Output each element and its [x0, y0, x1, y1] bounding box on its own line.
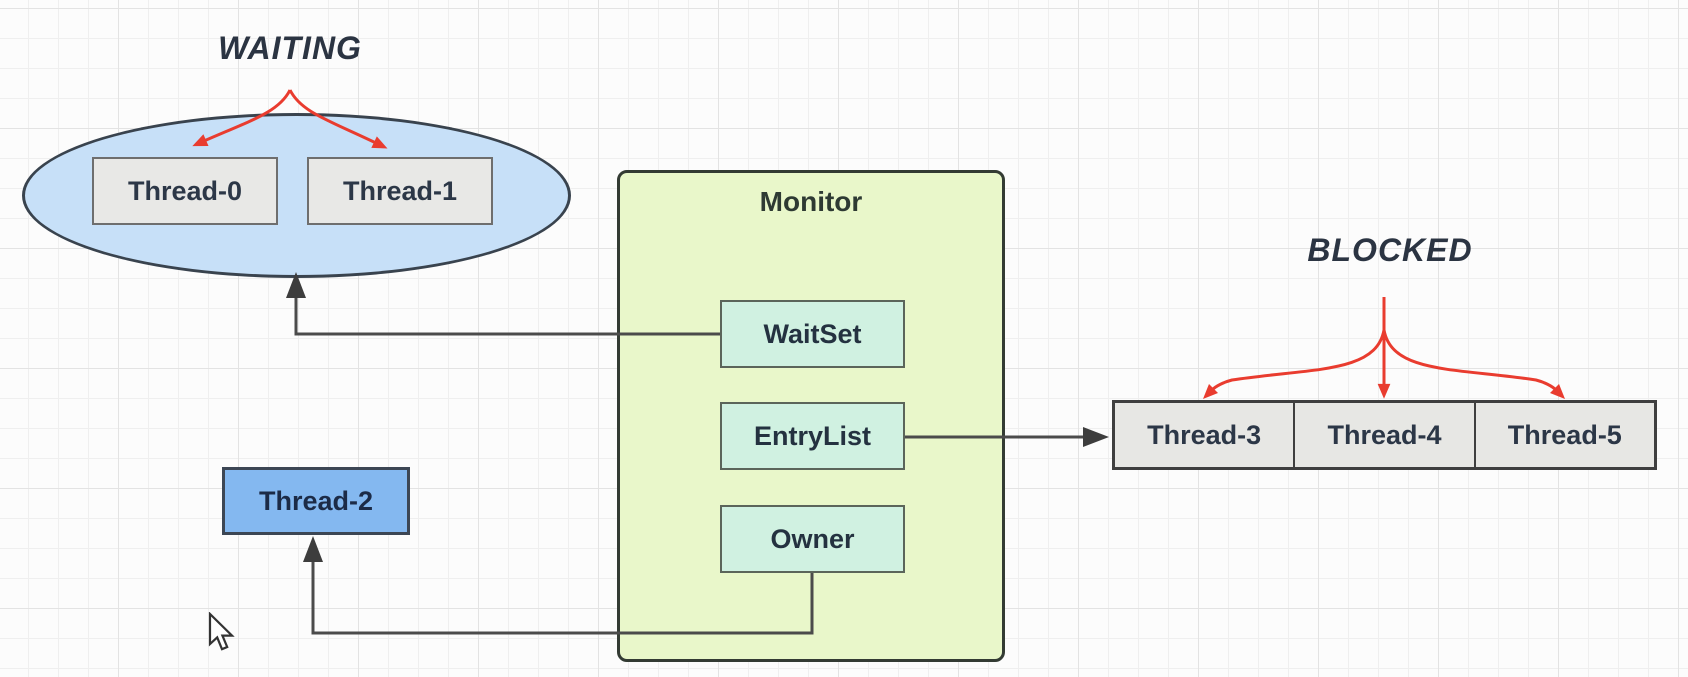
node-entrylist-label: EntryList: [753, 420, 872, 451]
node-owner-label: Owner: [770, 523, 855, 554]
node-entrylist[interactable]: EntryList: [720, 402, 905, 470]
blocked-fanout-arrows: [1202, 297, 1566, 400]
node-thread-4-label: Thread-4: [1327, 419, 1442, 450]
node-thread-2[interactable]: Thread-2: [222, 467, 410, 535]
node-waitset[interactable]: WaitSet: [720, 300, 905, 368]
node-thread-2-label: Thread-2: [258, 485, 374, 516]
node-thread-4[interactable]: Thread-4: [1295, 403, 1476, 467]
blocked-threads-row: Thread-3 Thread-4 Thread-5: [1112, 400, 1657, 470]
node-thread-5[interactable]: Thread-5: [1476, 403, 1654, 467]
mouse-pointer-icon: [208, 612, 235, 651]
node-owner[interactable]: Owner: [720, 505, 905, 573]
node-thread-1-label: Thread-1: [342, 175, 458, 206]
node-waitset-label: WaitSet: [763, 318, 862, 349]
node-thread-0-label: Thread-0: [127, 175, 243, 206]
node-thread-1[interactable]: Thread-1: [307, 157, 493, 225]
waiting-state-label: WAITING: [218, 30, 362, 66]
node-thread-3[interactable]: Thread-3: [1115, 403, 1296, 467]
node-thread-5-label: Thread-5: [1507, 419, 1622, 450]
node-thread-0[interactable]: Thread-0: [92, 157, 278, 225]
node-thread-3-label: Thread-3: [1147, 419, 1262, 450]
monitor-title: Monitor: [759, 186, 863, 217]
blocked-state-label: BLOCKED: [1307, 232, 1473, 268]
